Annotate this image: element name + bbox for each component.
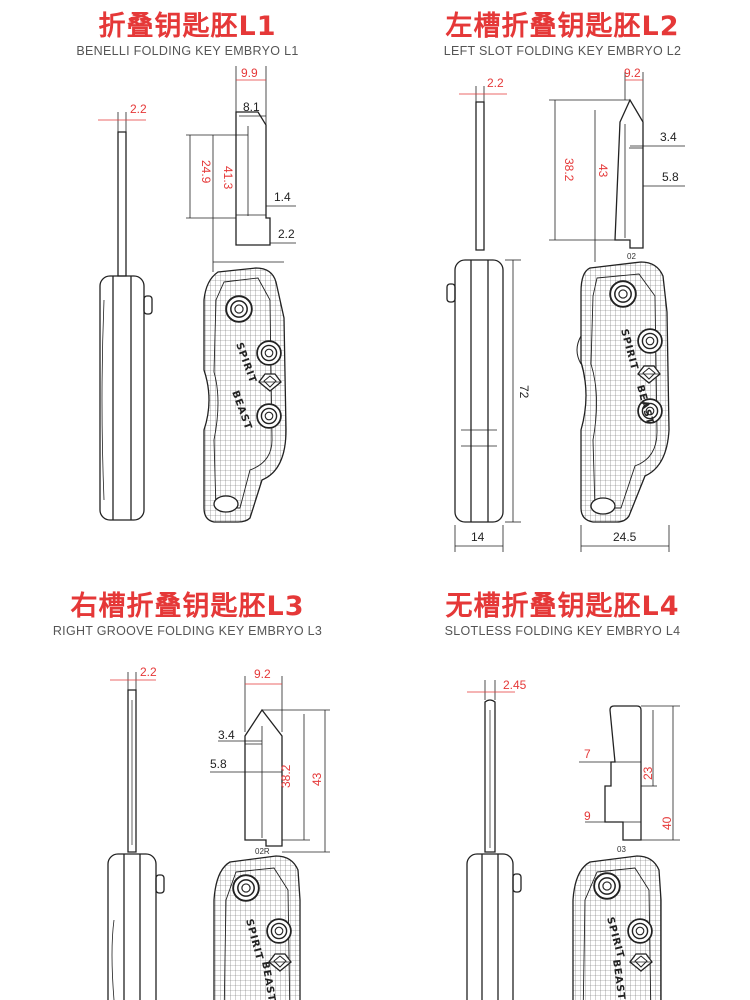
- pivot-screw-icon: [232, 874, 260, 902]
- dim-height-b: 43: [310, 772, 324, 786]
- panel-title-cn: 右槽折叠钥匙胚L3: [70, 591, 305, 622]
- dim-slot-a: 3.4: [218, 728, 235, 742]
- part-stamp: 02R: [255, 847, 270, 856]
- panel-title-en: BENELLI FOLDING KEY EMBRYO L1: [76, 44, 299, 58]
- side-view: [107, 672, 165, 1000]
- panel-l1: 折叠钥匙胚L1 BENELLI FOLDING KEY EMBRYO L1 2.…: [0, 0, 375, 523]
- dim-step-a: 1.4: [274, 190, 291, 204]
- dim-height-a: 23: [641, 766, 655, 780]
- dim-step-b: 9: [584, 809, 591, 823]
- dim-height-a: 38.2: [279, 764, 293, 788]
- dim-height-a: 38.2: [562, 158, 576, 182]
- front-view: [203, 111, 287, 523]
- dim-step-b: 2.2: [278, 227, 295, 241]
- dim-slot-a: 3.4: [660, 130, 677, 144]
- dim-height-b: 41.3: [221, 166, 235, 190]
- screw-icon: [266, 918, 292, 944]
- brand-text-line2: BEAST: [610, 959, 627, 1000]
- dim-width: 9.2: [254, 667, 271, 681]
- dimension-lines: [579, 705, 680, 841]
- dim-slot-b: 5.8: [662, 170, 679, 184]
- dim-height-b: 43: [596, 164, 610, 178]
- panel-l2: 左槽折叠钥匙胚L2 LEFT SLOT FOLDING KEY EMBRYO L…: [375, 0, 750, 552]
- screw-icon: [256, 403, 282, 429]
- part-stamp: 02: [627, 252, 636, 261]
- panel-title-en: RIGHT GROOVE FOLDING KEY EMBRYO L3: [52, 624, 323, 638]
- screw-icon: [637, 328, 663, 354]
- dim-thickness: 2.45: [503, 678, 527, 692]
- pivot-screw-icon: [593, 872, 621, 900]
- dimension-lines: [210, 676, 330, 853]
- dimension-lines: [186, 66, 296, 272]
- dim-step-a: 7: [584, 747, 591, 761]
- panel-title-en: LEFT SLOT FOLDING KEY EMBRYO L2: [443, 44, 682, 58]
- panel-title-cn: 左槽折叠钥匙胚L2: [445, 11, 680, 42]
- dim-thickness: 2.2: [487, 76, 504, 90]
- key-drawing-l2: 2.2 02 SPIRIT BEAST: [446, 66, 685, 552]
- dimension-lines: [454, 72, 685, 552]
- dim-height-b: 40: [660, 816, 674, 830]
- pivot-screw-icon: [225, 295, 253, 323]
- dim-thickness: 2.2: [140, 665, 157, 679]
- panel-l4: 无槽折叠钥匙胚L4 SLOTLESS FOLDING KEY EMBRYO L4…: [375, 500, 750, 1000]
- side-view: [446, 86, 507, 523]
- key-drawing-l1: 2.2 SPIRIT BEAST: [98, 66, 296, 523]
- panel-l3: 右槽折叠钥匙胚L3 RIGHT GROOVE FOLDING KEY EMBRY…: [0, 500, 375, 1000]
- side-view: [98, 112, 153, 521]
- dim-body-width: 24.5: [613, 530, 637, 544]
- key-drawing-l3: 2.2 02R SPIRIT BEAST 9.2 3.4 5.8: [107, 665, 330, 1000]
- dim-body-length: 72: [517, 385, 531, 399]
- dim-width: 9.2: [624, 66, 641, 80]
- front-view: [576, 98, 670, 523]
- dim-body-thickness: 14: [471, 530, 485, 544]
- panel-title-cn: 无槽折叠钥匙胚L4: [445, 591, 680, 622]
- key-drawing-l4: 2.45 03 SPIRIT BEAST 7 9 23 40: [466, 678, 680, 1000]
- screw-icon: [627, 918, 653, 944]
- part-stamp: 03: [617, 845, 626, 854]
- panel-title-en: SLOTLESS FOLDING KEY EMBRYO L4: [444, 624, 681, 638]
- pivot-screw-icon: [609, 280, 637, 308]
- dim-height-a: 24.9: [199, 160, 213, 184]
- dim-width: 9.9: [241, 66, 258, 80]
- screw-icon: [256, 340, 282, 366]
- dim-slot-b: 5.8: [210, 757, 227, 771]
- side-view: [466, 680, 522, 1000]
- panel-title-cn: 折叠钥匙胚L1: [98, 11, 277, 42]
- dim-thickness: 2.2: [130, 102, 147, 116]
- dim-inner-width: 8.1: [243, 100, 260, 114]
